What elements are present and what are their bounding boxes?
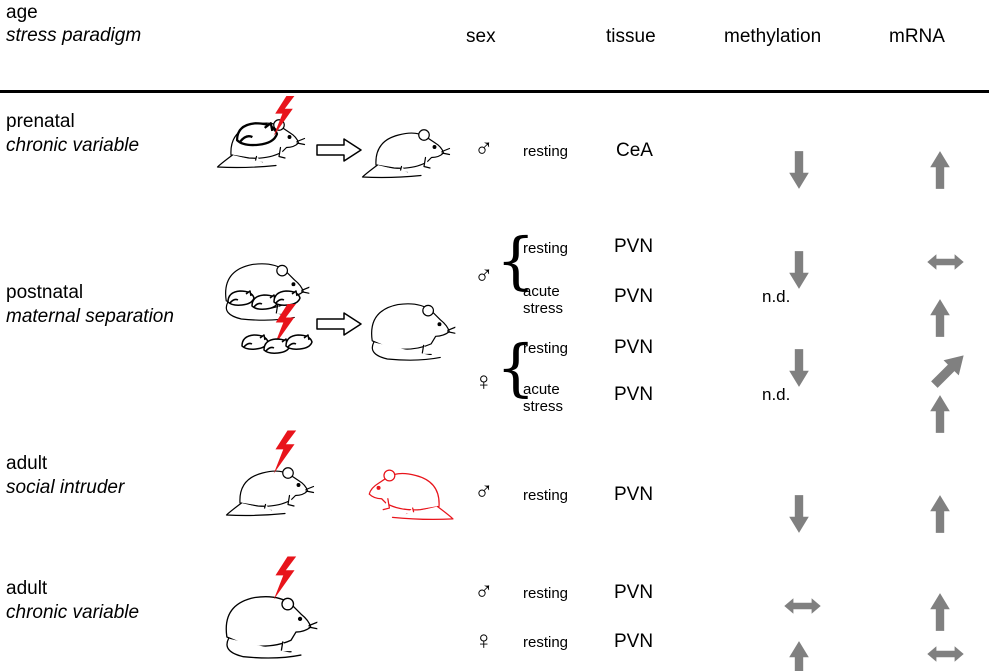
tissue-label: PVN xyxy=(614,337,654,358)
rat-icon xyxy=(218,586,318,660)
condition-label: resting xyxy=(523,340,569,357)
header-methylation: methylation xyxy=(724,26,822,47)
mrna-no-change-arrow xyxy=(897,628,955,654)
row-adult-paradigm: social intruder xyxy=(6,477,125,498)
methylation-down-arrow xyxy=(771,224,799,274)
offspring-mouse-icon xyxy=(356,120,456,180)
adult-rat-icon xyxy=(360,294,460,362)
tissue-label: PVN xyxy=(614,286,654,307)
female-symbol: ♀ xyxy=(474,625,494,655)
mrna-diagonal-up-arrow xyxy=(903,324,949,370)
tissue-label: PVN xyxy=(614,384,654,405)
transition-arrow-icon xyxy=(316,312,362,336)
tissue-label: PVN xyxy=(614,484,654,505)
lightning-bolt-icon xyxy=(272,556,298,600)
male-symbol: ♂ xyxy=(474,260,494,290)
methylation-up-arrow xyxy=(771,614,799,664)
condition-label: resting xyxy=(523,143,569,160)
separated-pup-icon xyxy=(284,332,314,352)
header-age: age xyxy=(6,2,38,23)
male-group-brace: { xyxy=(496,224,536,297)
row-postnatal-paradigm: maternal separation xyxy=(6,306,174,327)
resident-mouse-icon xyxy=(218,458,322,518)
lightning-bolt-icon xyxy=(272,96,296,136)
header-divider xyxy=(0,90,989,93)
male-symbol: ♂ xyxy=(474,576,494,606)
row-adult-age: adult xyxy=(6,453,48,474)
row-prenatal-paradigm: chronic variable xyxy=(6,135,140,156)
mrna-up-arrow xyxy=(912,566,940,616)
row-adult-paradigm: chronic variable xyxy=(6,602,140,623)
methylation-not-determined: n.d. xyxy=(762,385,791,404)
row-adult-age: adult xyxy=(6,578,48,599)
mrna-up-arrow xyxy=(912,272,940,322)
methylation-down-arrow xyxy=(771,468,799,518)
mrna-up-arrow xyxy=(912,124,940,174)
header-sex: sex xyxy=(466,26,496,47)
header-stress-paradigm: stress paradigm xyxy=(6,25,142,46)
header-tissue: tissue xyxy=(606,26,656,47)
intruder-rat-icon xyxy=(368,469,454,521)
condition-label: resting xyxy=(523,634,569,651)
mrna-no-change-arrow xyxy=(897,236,955,262)
condition-label: resting xyxy=(523,487,569,504)
mrna-up-arrow xyxy=(912,468,940,518)
row-prenatal-age: prenatal xyxy=(6,111,75,132)
condition-label-line2: stress xyxy=(523,398,564,415)
male-symbol: ♂ xyxy=(474,133,494,163)
tissue-label: PVN xyxy=(614,236,654,257)
lightning-bolt-icon xyxy=(272,430,298,474)
tissue-label: CeA xyxy=(616,140,653,161)
methylation-down-arrow xyxy=(771,322,799,372)
tissue-label: PVN xyxy=(614,582,654,603)
female-group-brace: { xyxy=(496,331,536,404)
methylation-down-arrow xyxy=(771,124,799,174)
condition-label-line1: acute xyxy=(523,381,560,398)
condition-label: resting xyxy=(523,240,569,257)
header-mrna: mRNA xyxy=(889,26,945,47)
condition-label-line1: acute xyxy=(523,283,560,300)
female-symbol: ♀ xyxy=(474,366,494,396)
mrna-up-arrow xyxy=(912,368,940,418)
condition-label: resting xyxy=(523,585,569,602)
male-symbol: ♂ xyxy=(474,476,494,506)
methylation-no-change-arrow xyxy=(754,580,812,606)
methylation-not-determined: n.d. xyxy=(762,287,791,306)
row-postnatal-age: postnatal xyxy=(6,282,84,303)
tissue-label: PVN xyxy=(614,631,654,652)
condition-label-line2: stress xyxy=(523,300,564,317)
